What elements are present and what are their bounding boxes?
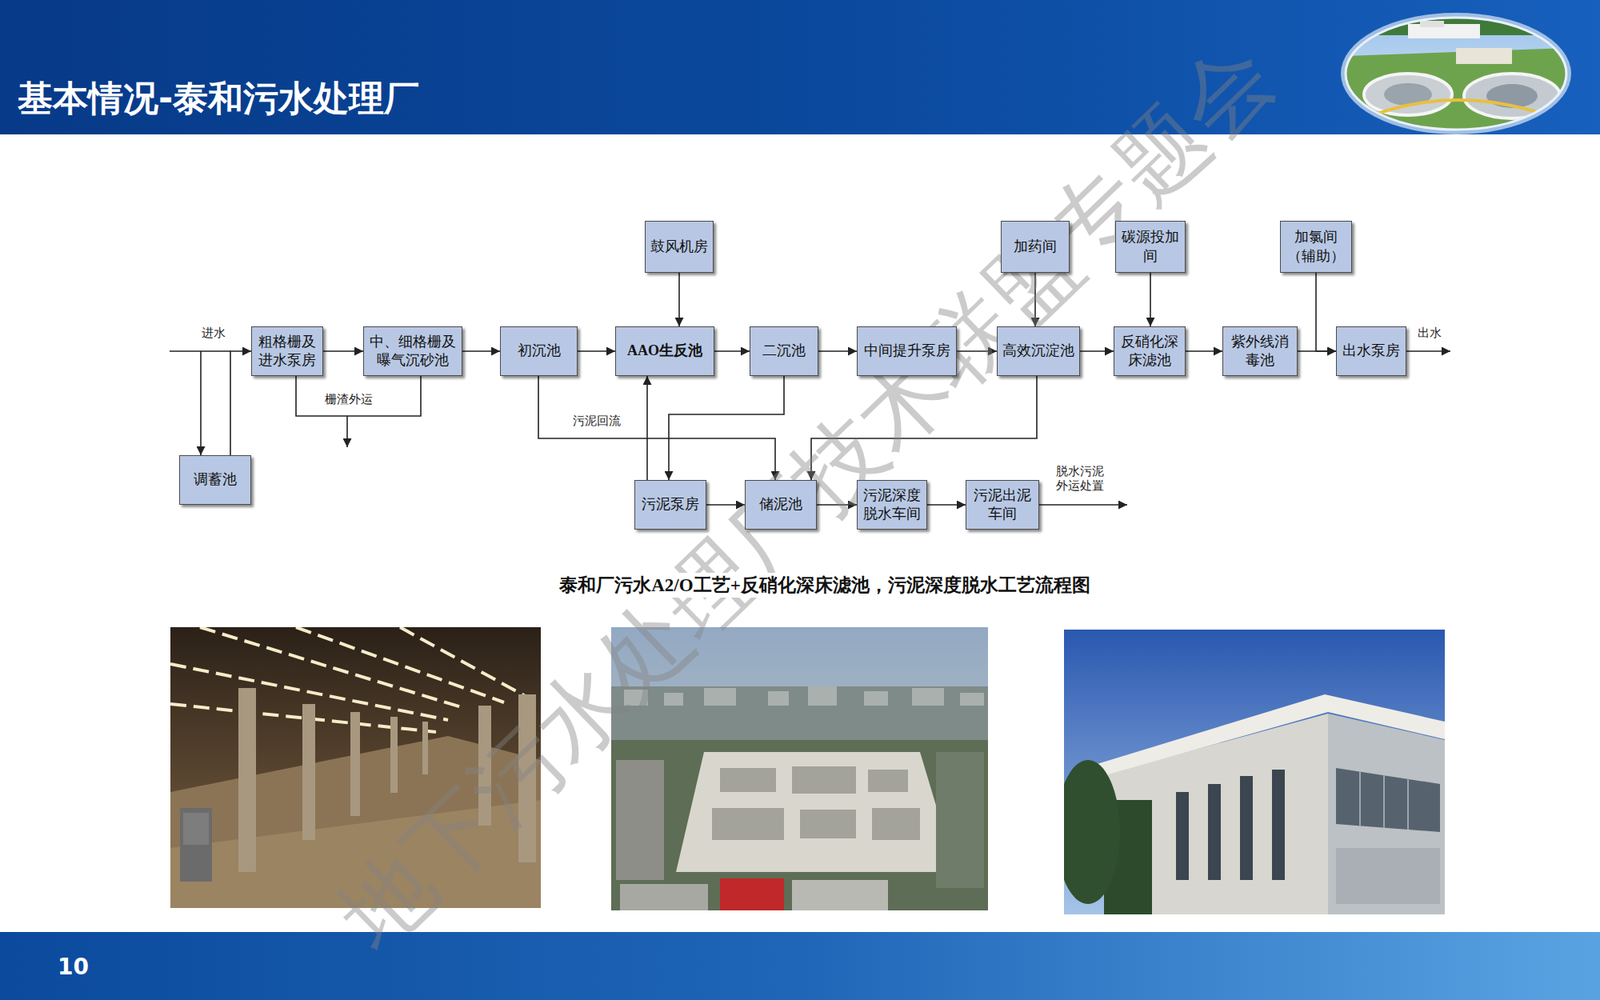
box-text: AAO生反池 [627, 341, 703, 360]
flow-arrow [230, 351, 252, 456]
inflow-line [169, 350, 231, 352]
box-text: 储泥池 [759, 495, 803, 514]
header-photo [1340, 12, 1572, 136]
figure-caption: 泰和厂污水A2/O工艺+反硝化深床滤池，污泥深度脱水工艺流程图 [556, 572, 1094, 598]
process-box: 加氯间 （辅助） [1280, 220, 1352, 273]
box-text: 粗格栅及 进水泵房 [256, 332, 319, 371]
box-text: 鼓风机房 [650, 237, 708, 256]
box-text: 高效沉淀池 [1002, 341, 1075, 360]
box-text: 污泥深度 脱水车间 [861, 486, 923, 524]
box-text: 污泥出泥 车间 [970, 486, 1035, 524]
screenings-line [296, 376, 421, 416]
flow-arrow [646, 376, 648, 480]
process-box: 高效沉淀池 [996, 326, 1080, 376]
flow-arrow [1149, 272, 1152, 327]
process-box: 污泥泵房 [634, 480, 707, 530]
box-text: 加药间 [1013, 237, 1057, 256]
flow-arrow [577, 350, 616, 352]
process-box: 出水泵房 [1336, 326, 1407, 376]
flow-label: 脱水污泥 外运处置 [1054, 464, 1111, 493]
process-box: 污泥深度 脱水车间 [856, 480, 928, 530]
process-box: 调蓄池 [179, 455, 252, 505]
process-box: 初沉池 [500, 326, 578, 376]
flow-label: 进水 [200, 325, 228, 340]
flow-arrow [818, 350, 857, 352]
process-box: 鼓风机房 [644, 220, 714, 273]
storage-branch-line [200, 351, 202, 456]
flow-arrow [1185, 350, 1223, 352]
sludge-out-arrow [1039, 504, 1128, 506]
flow-label: 出水 [1416, 325, 1444, 340]
flow-arrow [462, 350, 500, 352]
box-text: 中间提升泵房 [864, 341, 951, 360]
process-box: 中间提升泵房 [856, 326, 957, 376]
box-text: 二沉池 [762, 341, 806, 360]
process-box: 储泥池 [744, 480, 817, 530]
box-text: 加氯间 （辅助） [1284, 228, 1348, 266]
flow-arrow [1080, 350, 1114, 352]
flow-arrow [678, 272, 680, 327]
box-text: 紫外线消 毒池 [1227, 332, 1293, 371]
box-text: 初沉池 [517, 341, 561, 360]
page-number: 10 [56, 953, 91, 981]
outflow-arrow [1406, 350, 1451, 352]
process-box: 紫外线消 毒池 [1222, 326, 1298, 376]
process-box: 反硝化深 床滤池 [1113, 326, 1186, 376]
slide-title: 基本情况-泰和污水处理厂 [17, 75, 420, 123]
box-text: 污泥泵房 [641, 495, 700, 514]
box-text: 反硝化深 床滤池 [1118, 332, 1181, 371]
footer-bar [0, 932, 1600, 1000]
flow-arrow [1316, 272, 1336, 352]
process-box: 中、细格栅及 曝气沉砂池 [363, 326, 463, 376]
flow-arrow [927, 504, 966, 506]
box-text: 调蓄池 [193, 470, 237, 489]
flow-label: 污泥回流 [571, 413, 623, 428]
flow-arrow [538, 376, 776, 480]
flow-arrow [668, 376, 784, 480]
process-box: 粗格栅及 进水泵房 [251, 326, 324, 376]
process-box: 污泥出泥 车间 [965, 480, 1040, 530]
box-text: 碳源投加 间 [1120, 228, 1181, 266]
process-box: 二沉池 [749, 326, 819, 376]
box-text: 中、细格栅及 曝气沉砂池 [368, 332, 458, 371]
process-box: 碳源投加 间 [1115, 220, 1186, 273]
building-photo [1064, 629, 1445, 915]
screenings-out-arrow [346, 416, 348, 448]
flow-arrow [714, 350, 750, 352]
flow-label: 栅渣外运 [323, 392, 375, 407]
box-text: 出水泵房 [1342, 341, 1400, 360]
process-box: 加药间 [1000, 220, 1070, 273]
process-box: AAO生反池 [615, 326, 715, 376]
flow-arrow [323, 350, 364, 352]
